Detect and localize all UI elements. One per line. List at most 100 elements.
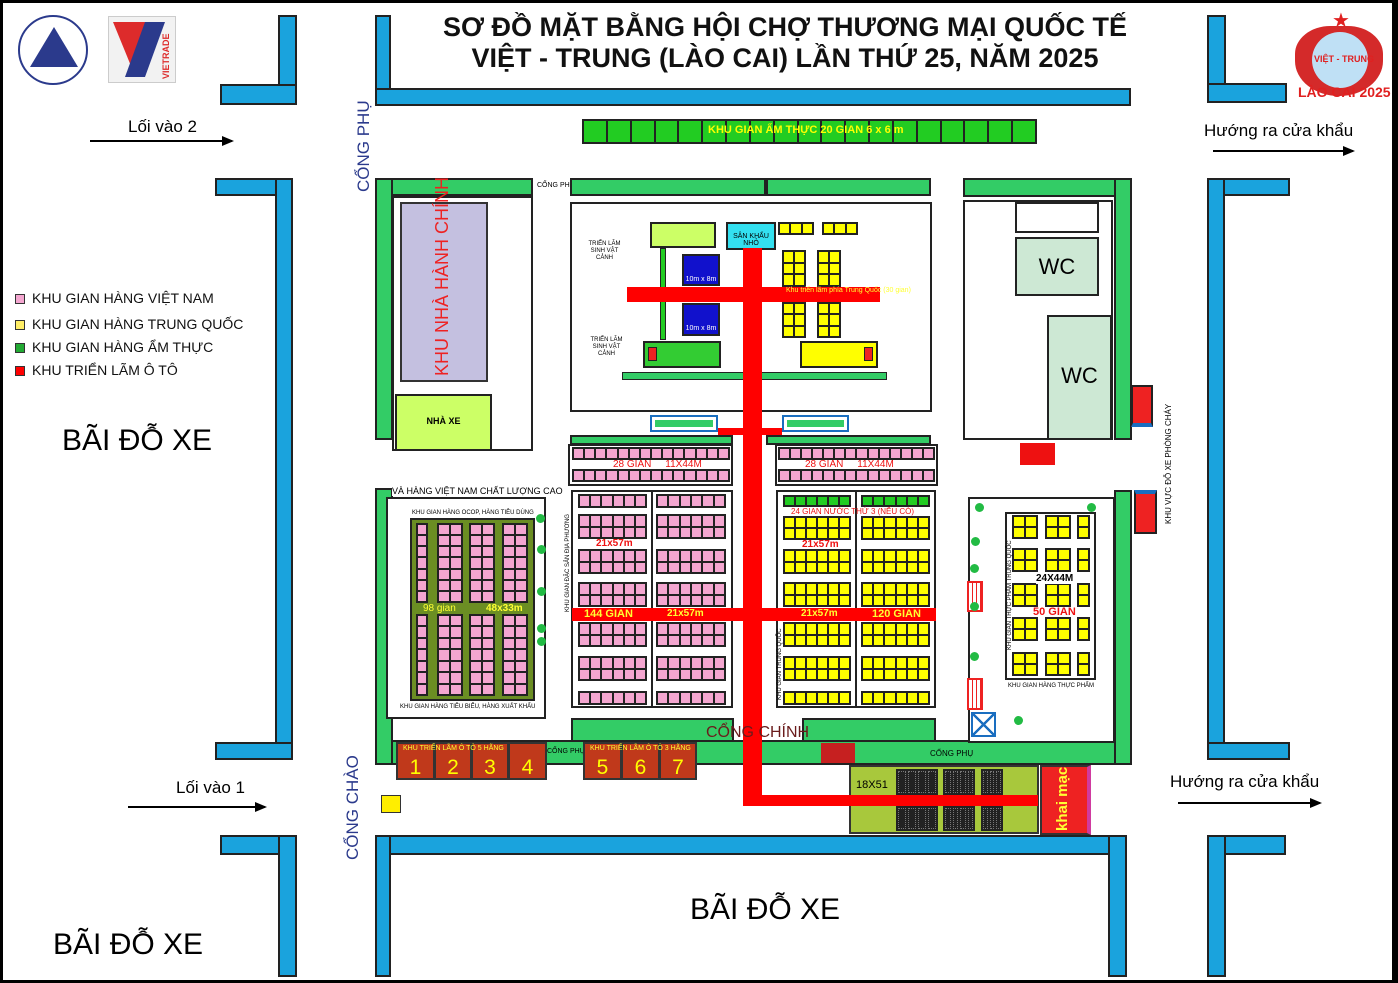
china-booths [817,250,841,287]
china-booths [783,656,851,681]
red-marker [648,347,657,361]
booth [945,808,951,829]
booth [624,562,634,572]
booth [796,497,805,505]
booth [818,693,827,703]
tree-icon [970,652,979,661]
booth [896,595,906,605]
booth [418,661,426,672]
seating-block [943,806,975,831]
booth [613,527,623,537]
booth [483,638,493,649]
food-booths [1077,617,1090,641]
booth [591,551,601,561]
booth [830,326,839,336]
green-zone [766,178,931,196]
booth [863,693,873,703]
booth [714,516,724,526]
title-line-1: SƠ ĐỒ MẶT BẰNG HỘI CHỢ THƯƠNG MẠI QUỐC T… [443,12,1127,42]
booth [890,449,900,458]
road [278,835,297,977]
arrow-right-icon [1213,146,1355,156]
booth [830,275,839,285]
booth [624,496,634,506]
booth [483,616,493,626]
booth [807,497,816,505]
booth [727,121,749,142]
booth [1026,561,1036,570]
booth [703,595,713,605]
booth [1014,596,1024,605]
booth [591,562,601,572]
booth [796,529,805,538]
booth [802,449,812,458]
booth [580,584,590,594]
legend-item: KHU GIAN HÀNG ẨM THỰC [15,339,213,355]
booth [504,650,514,660]
booth [703,624,713,634]
booth [624,669,634,679]
road [375,835,391,977]
size-label: 21x57m [596,538,633,549]
booth [1014,619,1024,628]
garage: NHÀ XE [395,394,492,451]
booth [874,584,884,594]
booth [629,471,639,480]
booth [516,591,526,601]
legend-label: KHU TRIỂN LÃM Ô TÔ [32,362,178,378]
booth [451,627,461,637]
booth [613,584,623,594]
booth [685,449,695,458]
vn-booths [656,691,726,705]
booth [819,263,828,274]
legend-item: KHU GIAN HÀNG TRUNG QUỐC [15,316,243,332]
booth [784,315,793,325]
vn-exhibit-booth [643,341,721,368]
booth [591,584,601,594]
booth [829,669,838,679]
gate-structure [782,415,849,432]
booth [989,121,1012,142]
seating-block [943,769,975,795]
organizer-logo [18,15,88,85]
booth [580,527,590,537]
booth [591,595,601,605]
tree-icon [537,637,546,646]
booth [829,635,838,645]
booth [658,496,668,506]
booth [696,449,706,458]
booth [885,562,895,572]
booth [1014,654,1024,663]
booth [618,471,628,480]
booth [439,591,449,601]
booth [1079,528,1088,537]
vn-booths [578,582,647,607]
booth [580,669,590,679]
booth [635,516,645,526]
booth [818,624,827,634]
seating-block [896,769,938,795]
admin-label: KHU NHÀ HÀNH CHÍNH [432,176,452,376]
booth [714,693,724,703]
booth [691,595,702,605]
booth [707,449,717,458]
booth [418,650,426,660]
vn-booths [656,582,726,607]
seating-block [981,769,1003,795]
booth [885,658,895,668]
booth [591,527,601,537]
utility-room [1015,202,1099,233]
vn-booths [656,656,726,681]
booth [580,551,590,561]
green-zone [375,178,533,196]
booth [439,558,449,568]
booth [819,304,828,314]
booth [1026,619,1036,628]
booth [663,471,673,480]
booth [912,471,922,480]
booth [874,562,884,572]
vn-booths [578,494,647,508]
food-booths [1012,515,1038,539]
green-zone [1114,490,1132,765]
booth [896,693,906,703]
